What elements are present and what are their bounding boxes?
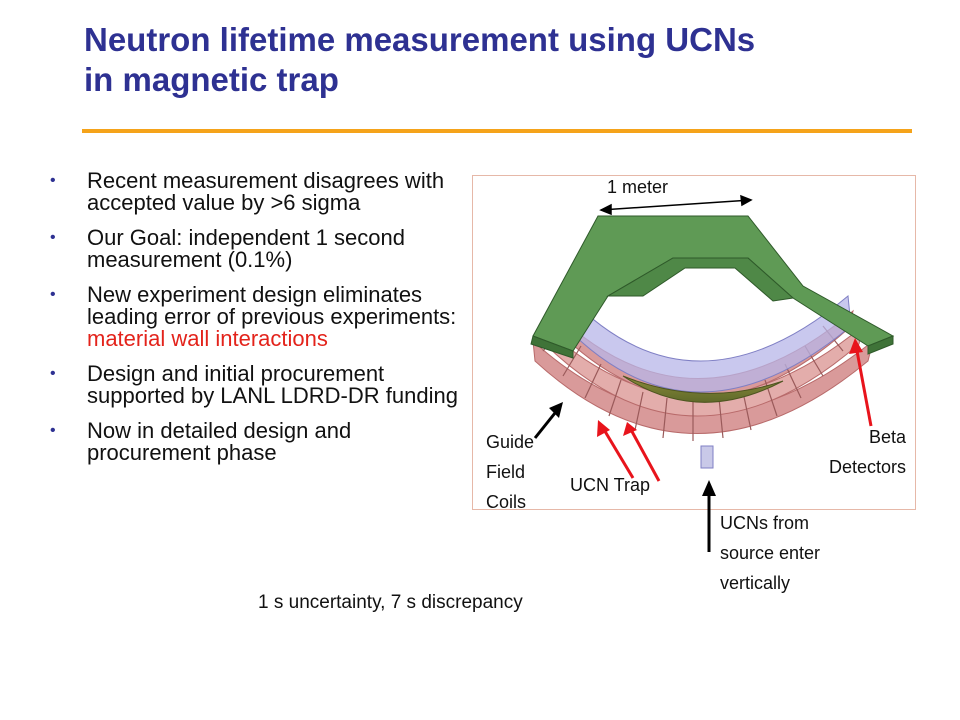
beta-detectors-label: Beta Detectors — [806, 422, 906, 482]
bullet-text: Design and initial procurement supported… — [87, 361, 458, 408]
title-line-1: Neutron lifetime measurement using UCNs — [84, 21, 756, 58]
bullet-text: New experiment design eliminates leading… — [87, 282, 457, 329]
slide-title: Neutron lifetime measurement using UCNs … — [84, 20, 904, 100]
ucn-source-label: UCNs from source enter vertically — [720, 508, 820, 598]
bullet-dot-icon: • — [50, 365, 56, 382]
bullet-item: • Our Goal: independent 1 second measurem… — [50, 227, 460, 271]
title-line-2: in magnetic trap — [84, 61, 339, 98]
label-line: source enter — [720, 543, 821, 563]
scale-label: 1 meter — [607, 177, 669, 197]
bullet-dot-icon: • — [50, 422, 56, 439]
label-line: Guide — [486, 432, 535, 452]
bullet-list: • Recent measurement disagrees with accep… — [50, 170, 460, 477]
bullet-highlight-text: material wall interactions — [87, 326, 328, 351]
title-divider — [82, 129, 912, 133]
bullet-dot-icon: • — [50, 172, 56, 189]
bullet-item: • Recent measurement disagrees with accep… — [50, 170, 460, 214]
pointer-arrows — [533, 338, 873, 482]
guide-field-coils-label: Guide Field Coils — [486, 427, 534, 517]
label-line: Field — [486, 462, 526, 482]
label-line: UCNs from — [720, 513, 809, 533]
label-line: vertically — [720, 573, 791, 593]
caption: 1 s uncertainty, 7 s discrepancy — [258, 592, 523, 613]
ucn-guide-tube — [700, 445, 714, 469]
bullet-dot-icon: • — [50, 286, 56, 303]
bullet-item: • Design and initial procurement supporte… — [50, 363, 460, 407]
bullet-item: • Now in detailed design and procurement … — [50, 420, 460, 464]
trap-illustration — [530, 194, 895, 482]
bullet-dot-icon: • — [50, 229, 56, 246]
label-line: Beta — [868, 427, 906, 447]
ucn-trap-volume — [622, 375, 784, 403]
bullet-text: Now in detailed design and procurement p… — [87, 418, 352, 465]
bullet-text: Our Goal: independent 1 second measureme… — [87, 225, 406, 272]
magnetic-trap-figure — [472, 175, 916, 510]
label-line: Coils — [486, 492, 527, 512]
ucn-trap-label: UCN Trap — [570, 475, 651, 495]
bullet-text: Recent measurement disagrees with accept… — [87, 168, 445, 215]
scale-arrow — [599, 194, 753, 216]
magnet-yoke — [530, 215, 895, 359]
label-line: Detectors — [828, 457, 906, 477]
bullet-item: • New experiment design eliminates leadin… — [50, 284, 460, 350]
